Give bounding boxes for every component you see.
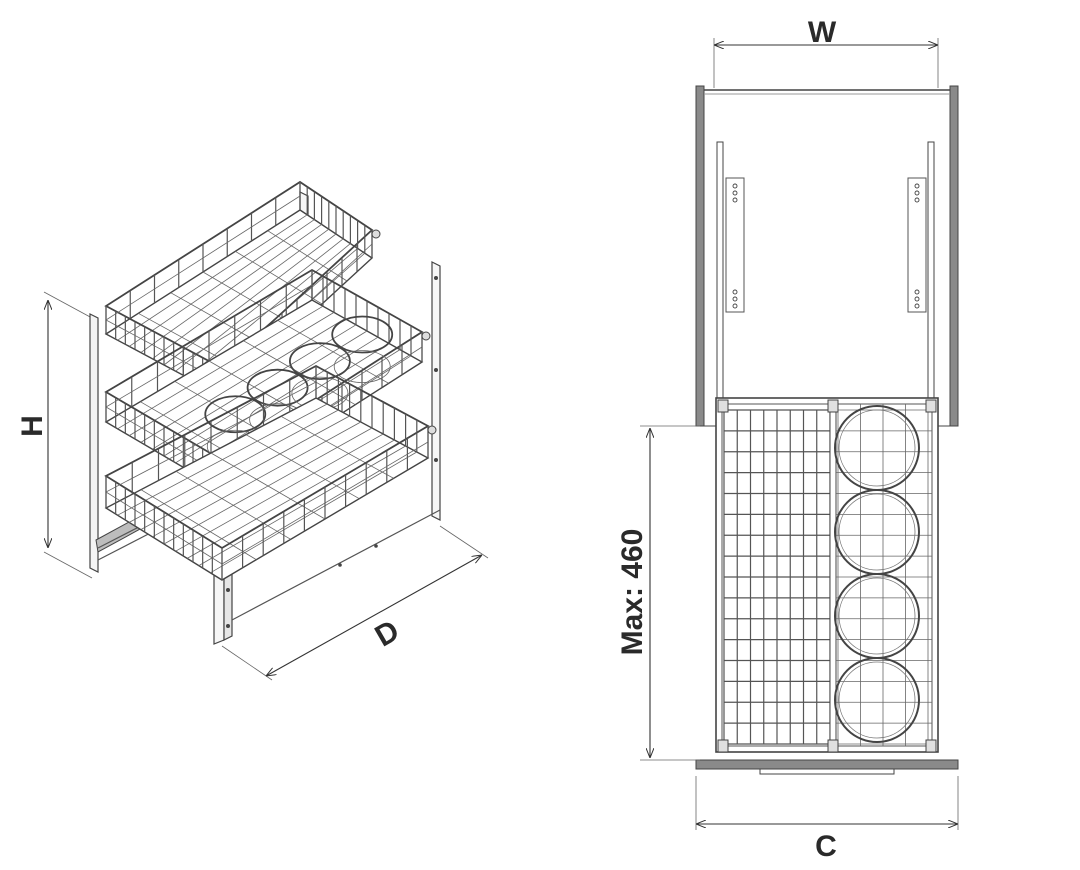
height-dimension: H	[16, 291, 93, 579]
bottle-ring-inner	[838, 409, 916, 487]
basket-mid-rail	[105, 381, 429, 565]
runner-hole	[914, 183, 920, 189]
corner-bracket	[827, 739, 839, 753]
basket-frame	[715, 397, 939, 753]
top-plan-view: W Max:	[616, 16, 959, 863]
basket-tier	[104, 364, 437, 581]
depth-label: D	[370, 614, 405, 653]
bottle-ring	[834, 657, 920, 743]
cabinet-width-dimension: C	[695, 776, 959, 863]
floor-wire	[243, 340, 356, 406]
floor-wire	[267, 230, 348, 282]
bottle-ring-inner	[838, 577, 916, 655]
bottle-ring-base	[333, 350, 391, 383]
floor-wire	[175, 470, 291, 540]
runner-hole	[732, 197, 738, 203]
corner-bracket	[827, 399, 839, 413]
runner-knob	[421, 331, 431, 341]
bottle-ring	[331, 315, 394, 354]
runner-hole	[732, 183, 738, 189]
corner-bracket	[925, 739, 937, 753]
iso-baskets	[104, 180, 437, 581]
runners	[716, 141, 935, 403]
corner-bracket	[717, 739, 729, 753]
corner-bracket	[925, 399, 937, 413]
isometric-basket-view: H D	[16, 180, 489, 681]
runner-hole	[732, 303, 738, 309]
extension-dimension: Max: 460	[616, 425, 700, 761]
plan-basket	[715, 397, 939, 753]
runner-hole	[914, 197, 920, 203]
front-panel	[695, 759, 959, 775]
height-label: H	[16, 415, 49, 437]
bottle-ring	[246, 368, 309, 407]
floor-wire	[235, 250, 323, 305]
basket-inner-frame	[721, 403, 933, 747]
runner-hole	[732, 289, 738, 295]
bottle-ring	[204, 395, 267, 434]
runner-hole	[914, 190, 920, 196]
runner-hole	[732, 190, 738, 196]
bottle-ring-inner	[838, 661, 916, 739]
runner-knob	[427, 425, 437, 435]
runner-hole	[914, 296, 920, 302]
floor-wire	[140, 489, 257, 561]
floor-wire	[277, 319, 389, 384]
runner-knob	[371, 229, 381, 239]
corner-bracket	[717, 399, 729, 413]
width-dimension: W	[713, 16, 939, 88]
extension-label: Max: 460	[616, 529, 649, 656]
floor-wire	[210, 452, 326, 520]
runner-hole	[732, 296, 738, 302]
runner-hole	[914, 303, 920, 309]
floor-wire	[280, 415, 394, 479]
bottle-ring	[288, 342, 351, 381]
width-label: W	[808, 16, 837, 49]
cabinet-width-label: C	[815, 830, 837, 863]
runner-hole	[914, 289, 920, 295]
bottle-ring-inner	[838, 493, 916, 571]
floor-wire	[245, 434, 360, 500]
